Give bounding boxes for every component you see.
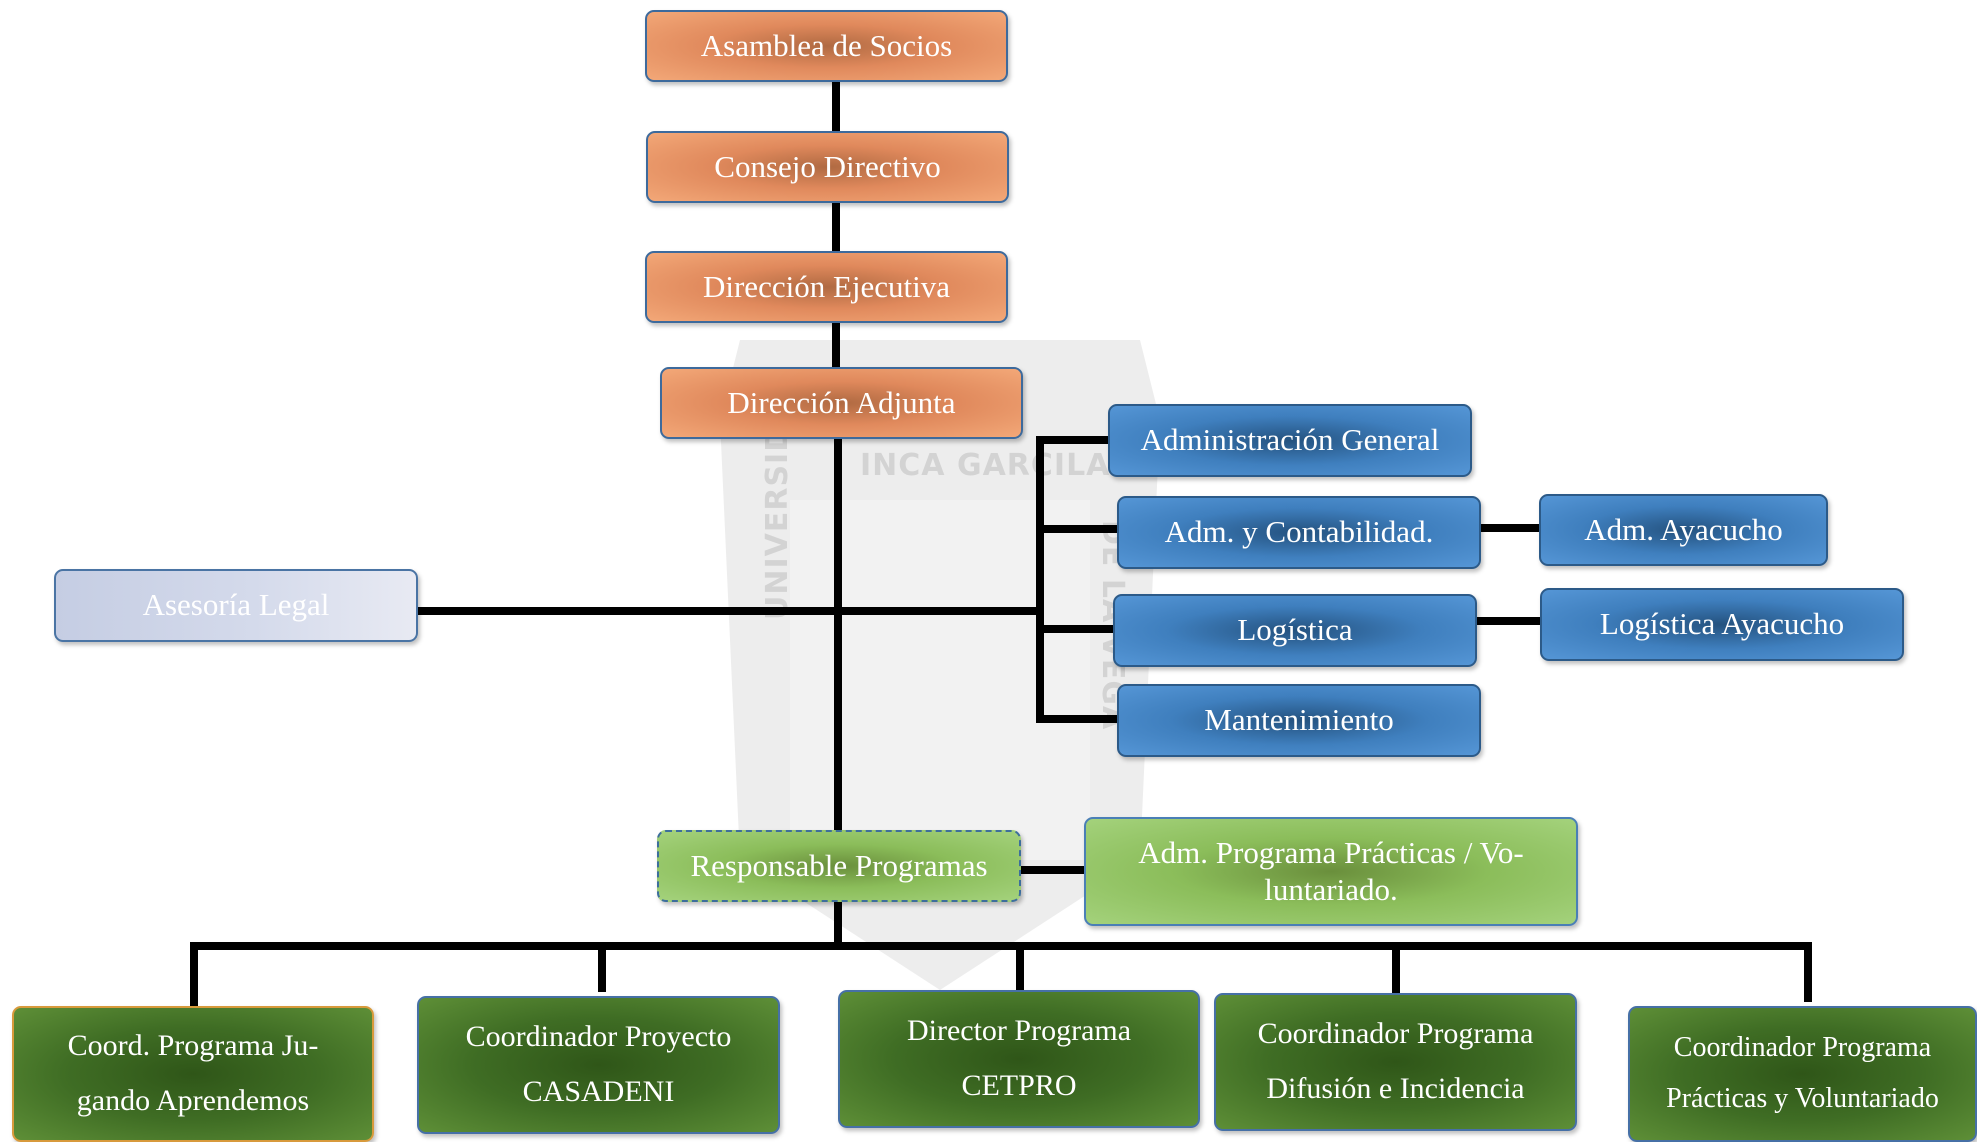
node-label: Adm. Programa Prácticas / Vo- luntariado…: [1138, 834, 1524, 907]
node-adm-programa-practicas: Adm. Programa Prácticas / Vo- luntariado…: [1084, 817, 1578, 926]
node-mantenimiento: Mantenimiento: [1117, 684, 1481, 757]
node-label: Coord. Programa Ju- gando Aprendemos: [67, 1029, 319, 1117]
node-label: Dirección Adjunta: [727, 384, 956, 420]
node-coord-jugando-aprendemos: Coord. Programa Ju- gando Aprendemos: [12, 1006, 374, 1142]
node-logistica-ayacucho: Logística Ayacucho: [1540, 588, 1904, 661]
node-label: Coordinador Programa Difusión e Incidenc…: [1257, 1017, 1534, 1105]
node-direccion-adjunta: Dirección Adjunta: [660, 367, 1023, 439]
node-label: Dirección Ejecutiva: [702, 268, 951, 304]
node-direccion-ejecutiva: Dirección Ejecutiva: [645, 251, 1008, 323]
node-label: Asesoría Legal: [142, 587, 330, 623]
node-adm-ayacucho: Adm. Ayacucho: [1539, 494, 1828, 566]
node-label: Adm. Ayacucho: [1584, 511, 1783, 547]
node-logistica: Logística: [1113, 594, 1477, 667]
node-label: Director Programa CETPRO: [906, 1014, 1132, 1102]
node-label: Administración General: [1140, 422, 1440, 458]
node-asesoria-legal: Asesoría Legal: [54, 569, 418, 642]
node-label: Logística Ayacucho: [1599, 606, 1845, 642]
node-director-cetpro: Director Programa CETPRO: [838, 990, 1200, 1128]
node-label: Coordinador Programa Prácticas y Volunta…: [1666, 1032, 1939, 1114]
node-coord-practicas-voluntariado: Coordinador Programa Prácticas y Volunta…: [1628, 1006, 1977, 1142]
node-administracion-general: Administración General: [1108, 404, 1472, 477]
node-coord-difusion-incidencia: Coordinador Programa Difusión e Incidenc…: [1214, 993, 1577, 1131]
node-label: Adm. y Contabilidad.: [1164, 514, 1434, 550]
node-consejo-directivo: Consejo Directivo: [646, 131, 1009, 203]
node-label: Mantenimiento: [1204, 702, 1394, 738]
node-adm-contabilidad: Adm. y Contabilidad.: [1117, 496, 1481, 569]
node-label: Responsable Programas: [690, 847, 988, 883]
node-label: Coordinador Proyecto CASADENI: [465, 1020, 732, 1108]
node-coord-casadeni: Coordinador Proyecto CASADENI: [417, 996, 780, 1134]
node-label: Consejo Directivo: [714, 148, 941, 184]
node-asamblea-de-socios: Asamblea de Socios: [645, 10, 1008, 82]
node-responsable-programas: Responsable Programas: [657, 830, 1021, 902]
node-label: Asamblea de Socios: [700, 27, 953, 63]
node-label: Logística: [1237, 612, 1353, 648]
